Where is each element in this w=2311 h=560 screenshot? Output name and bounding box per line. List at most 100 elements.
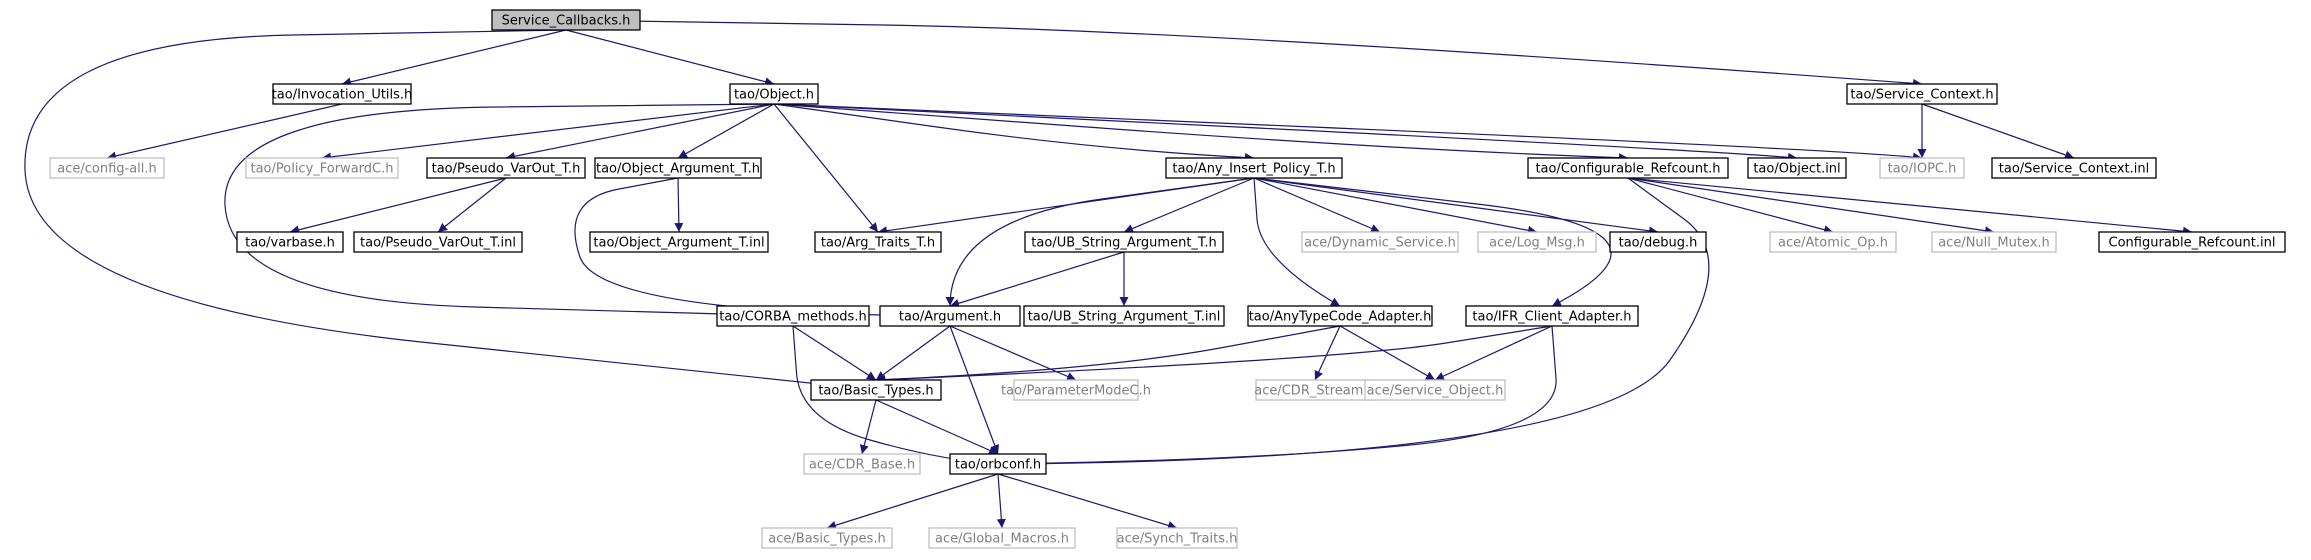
edge-anyins-to-debug bbox=[1253, 177, 1659, 236]
node-box bbox=[2098, 231, 2286, 253]
node-box bbox=[594, 157, 762, 179]
node-svcinl[interactable]: tao/Service_Context.inl bbox=[1991, 157, 2157, 179]
edge-anyins-to-argument bbox=[945, 177, 1255, 307]
node-box bbox=[1013, 379, 1139, 401]
node-anyins[interactable]: tao/Any_Insert_Policy_T.h bbox=[1165, 157, 1343, 179]
node-box bbox=[49, 157, 165, 179]
edge-root-to-invoc bbox=[341, 29, 567, 87]
node-cfgrefinl[interactable]: Configurable_Refcount.inl bbox=[2098, 231, 2286, 253]
node-svcctx[interactable]: tao/Service_Context.h bbox=[1846, 83, 1998, 105]
node-cdrbase: ace/CDR_Base.h bbox=[803, 453, 921, 475]
edge-cfgref-to-atomic bbox=[1627, 177, 1834, 235]
node-ubstrinl[interactable]: tao/UB_String_Argument_T.inl bbox=[1023, 305, 1225, 327]
edge-root-to-object bbox=[565, 29, 775, 87]
node-box bbox=[589, 231, 769, 253]
node-box bbox=[1023, 305, 1225, 327]
node-argument[interactable]: tao/Argument.h bbox=[879, 305, 1021, 327]
node-label: tao/Object.h bbox=[734, 88, 814, 103]
node-label: ace/Log_Msg.h bbox=[1489, 236, 1585, 251]
node-label: tao/Basic_Types.h bbox=[818, 384, 933, 399]
node-label: tao/Configurable_Refcount.h bbox=[1535, 162, 1720, 177]
node-label: ace/config-all.h bbox=[57, 162, 157, 177]
node-objarginl[interactable]: tao/Object_Argument_T.inl bbox=[589, 231, 769, 253]
node-invoc[interactable]: tao/Invocation_Utils.h bbox=[272, 83, 413, 105]
edge-invoc-to-cfgall bbox=[106, 103, 343, 161]
node-box bbox=[272, 83, 412, 105]
node-objinl[interactable]: tao/Object.inl bbox=[1747, 157, 1847, 179]
node-box bbox=[928, 527, 1076, 549]
node-box bbox=[810, 379, 942, 401]
edge-anytc-to-cdrstream bbox=[1314, 325, 1341, 381]
edge-object-to-objinl bbox=[773, 103, 1798, 162]
node-box bbox=[1165, 157, 1343, 179]
edge-object-to-polfwd bbox=[321, 103, 775, 162]
node-iopc: tao/IOPC.h bbox=[1879, 157, 1965, 179]
node-label: ace/Atomic_Op.h bbox=[1778, 236, 1888, 251]
node-object[interactable]: tao/Object.h bbox=[729, 83, 819, 105]
node-synch: ace/Synch_Traits.h bbox=[1116, 527, 1238, 549]
node-box bbox=[353, 231, 523, 253]
node-corba[interactable]: tao/CORBA_methods.h bbox=[716, 305, 870, 327]
node-box bbox=[716, 305, 870, 327]
edge-object-to-cfgref bbox=[773, 103, 1629, 163]
node-root[interactable]: Service_Callbacks.h bbox=[491, 9, 641, 31]
node-box bbox=[491, 9, 641, 31]
node-objarg[interactable]: tao/Object_Argument_T.h bbox=[594, 157, 762, 179]
edge-object-to-iopc bbox=[773, 103, 1923, 162]
node-logmsg: ace/Log_Msg.h bbox=[1477, 231, 1597, 253]
node-label: tao/UB_String_Argument_T.inl bbox=[1028, 310, 1221, 325]
node-box bbox=[1931, 231, 2057, 253]
node-cfgref[interactable]: tao/Configurable_Refcount.h bbox=[1527, 157, 1729, 179]
edge-argument-to-parammode bbox=[949, 325, 1077, 381]
node-box bbox=[729, 83, 819, 105]
node-label: ace/CDR_Stream.h bbox=[1254, 384, 1376, 399]
node-global: ace/Global_Macros.h bbox=[928, 527, 1076, 549]
node-varbase[interactable]: tao/varbase.h bbox=[236, 231, 344, 253]
node-box bbox=[1846, 83, 1998, 105]
edge-cfgref-to-nullmutex bbox=[1627, 177, 1995, 236]
node-label: Configurable_Refcount.inl bbox=[2109, 236, 2276, 251]
edge-anyins-to-ifr bbox=[1253, 177, 1612, 307]
node-ubstr[interactable]: tao/UB_String_Argument_T.h bbox=[1024, 231, 1224, 253]
node-parammode: tao/ParameterModeC.h bbox=[1001, 379, 1151, 401]
edge-basic-to-cdrbase bbox=[859, 399, 877, 455]
node-label: tao/IFR_Client_Adapter.h bbox=[1472, 310, 1631, 325]
edge-anyins-to-ubstr bbox=[1123, 177, 1255, 233]
node-ifr[interactable]: tao/IFR_Client_Adapter.h bbox=[1465, 305, 1639, 327]
node-box bbox=[1247, 305, 1433, 327]
node-label: tao/Object_Argument_T.h bbox=[596, 162, 760, 177]
node-debug[interactable]: tao/debug.h bbox=[1609, 231, 1707, 253]
edge-ifr-to-basic bbox=[875, 325, 1553, 385]
edge-pseudo-to-pseudoinl bbox=[437, 177, 507, 233]
edge-cfgref-to-cfgrefinl bbox=[1627, 177, 2193, 236]
node-box bbox=[1747, 157, 1847, 179]
node-orbconf[interactable]: tao/orbconf.h bbox=[949, 453, 1047, 475]
node-label: tao/Service_Context.h bbox=[1850, 88, 1993, 103]
node-label: tao/Any_Insert_Policy_T.h bbox=[1172, 162, 1335, 177]
edge-objarg-to-objarginl bbox=[674, 177, 684, 233]
node-anytc[interactable]: tao/AnyTypeCode_Adapter.h bbox=[1247, 305, 1433, 327]
node-label: tao/Policy_ForwardC.h bbox=[250, 162, 393, 177]
edge-root-to-basic bbox=[24, 29, 877, 394]
edge-anytc-to-basic bbox=[875, 325, 1341, 385]
edge-object-to-objarg bbox=[677, 103, 775, 159]
node-label: tao/Invocation_Utils.h bbox=[272, 88, 413, 103]
node-label: tao/IOPC.h bbox=[1888, 162, 1957, 177]
node-basic[interactable]: tao/Basic_Types.h bbox=[810, 379, 942, 401]
node-box bbox=[814, 231, 942, 253]
node-box bbox=[1991, 157, 2157, 179]
node-box bbox=[236, 231, 344, 253]
node-box bbox=[1024, 231, 1224, 253]
node-cfgall: ace/config-all.h bbox=[49, 157, 165, 179]
node-pseudoinl[interactable]: tao/Pseudo_VarOut_T.inl bbox=[353, 231, 523, 253]
node-box bbox=[245, 157, 399, 179]
node-pseudo[interactable]: tao/Pseudo_VarOut_T.h bbox=[426, 157, 586, 179]
node-argtraits[interactable]: tao/Arg_Traits_T.h bbox=[814, 231, 942, 253]
node-label: tao/Pseudo_VarOut_T.inl bbox=[360, 236, 516, 251]
edge-anyins-to-anytc bbox=[1253, 177, 1341, 307]
node-label: ace/Service_Object.h bbox=[1367, 384, 1504, 399]
edge-ifr-to-svcobj bbox=[1434, 325, 1553, 381]
node-label: tao/Service_Context.inl bbox=[1999, 162, 2149, 177]
node-box bbox=[1364, 379, 1506, 401]
edge-anyins-to-logmsg bbox=[1253, 177, 1538, 235]
